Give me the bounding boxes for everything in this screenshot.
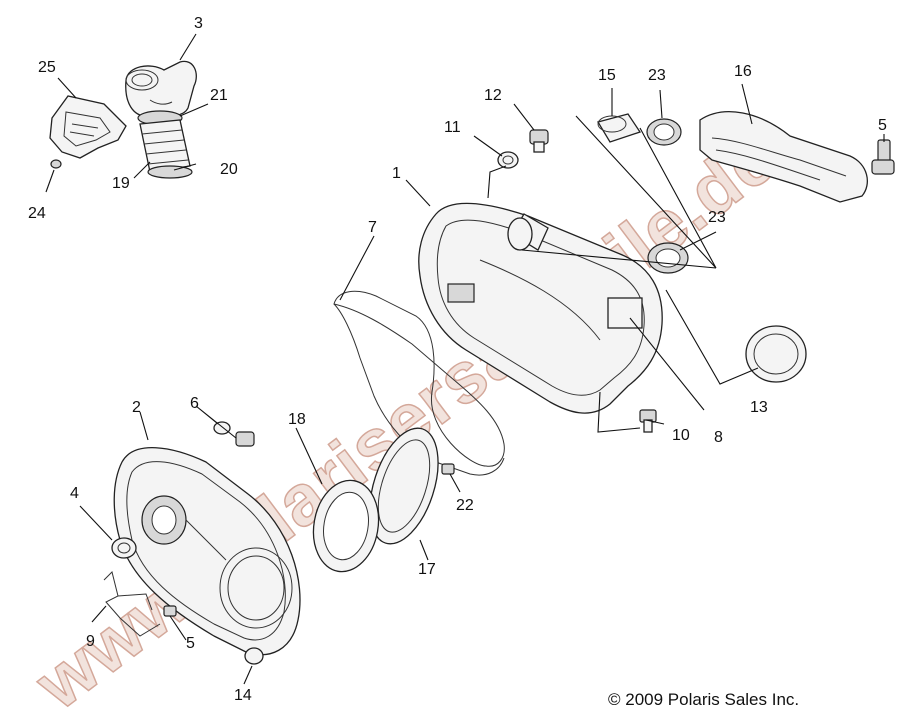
part-24-screw xyxy=(50,159,62,169)
part-23-clamp-upper xyxy=(646,118,682,146)
callout-2: 2 xyxy=(132,399,141,416)
callout-9: 9 xyxy=(86,633,95,650)
callout-15: 15 xyxy=(598,67,616,84)
part-7-drive-belt xyxy=(333,290,505,476)
callout-12: 12 xyxy=(484,87,502,104)
callout-23-lower: 23 xyxy=(708,209,726,226)
callout-23-upper: 23 xyxy=(648,67,666,84)
callout-11: 11 xyxy=(444,119,461,136)
callout-25: 25 xyxy=(38,59,56,76)
callout-8: 8 xyxy=(714,429,723,446)
part-3-elbow-duct xyxy=(125,60,197,117)
part-25-inlet-housing xyxy=(49,95,127,159)
callout-18: 18 xyxy=(288,411,306,428)
callout-22: 22 xyxy=(456,497,474,514)
part-15-duct-collar xyxy=(596,113,642,143)
callout-13: 13 xyxy=(750,399,768,416)
part-17-plate xyxy=(369,427,439,545)
callout-10: 10 xyxy=(672,427,690,444)
part-18-seal xyxy=(312,479,380,573)
part-22-bolt xyxy=(441,463,455,475)
part-9-wire-bracket xyxy=(103,571,161,637)
callout-3: 3 xyxy=(194,15,203,32)
part-14-plug xyxy=(244,647,264,665)
callout-numbers: 1 2 3 4 5 5 6 7 8 9 10 11 12 13 14 15 16… xyxy=(28,15,887,704)
part-11-washer xyxy=(497,151,519,169)
callout-17: 17 xyxy=(418,561,436,578)
callout-16: 16 xyxy=(734,63,752,80)
callout-21: 21 xyxy=(210,87,228,104)
part-13-seal-ring xyxy=(745,325,807,383)
callout-4: 4 xyxy=(70,485,79,502)
callout-24: 24 xyxy=(28,205,46,222)
callout-19: 19 xyxy=(112,175,130,192)
part-23-clamp-lower xyxy=(647,242,689,274)
part-2-inner-clutch-cover xyxy=(113,447,301,656)
part-5-bolt-upper xyxy=(871,139,895,175)
callout-1: 1 xyxy=(392,165,401,182)
part-1-outer-clutch-cover xyxy=(418,202,663,414)
leader-lines xyxy=(45,33,885,685)
copyright-notice: © 2009 Polaris Sales Inc. xyxy=(608,690,800,709)
callout-5-lower: 5 xyxy=(186,635,195,652)
part-4-bearing xyxy=(111,537,137,559)
callout-14: 14 xyxy=(234,687,252,704)
callout-20: 20 xyxy=(220,161,238,178)
part-5-bolt-lower xyxy=(163,605,177,617)
callout-5-upper: 5 xyxy=(878,117,887,134)
callout-7: 7 xyxy=(368,219,377,236)
part-20-clamp xyxy=(147,165,193,179)
part-12-bolt xyxy=(529,129,549,153)
part-6-bolt-washer xyxy=(213,421,255,447)
part-16-outlet-duct xyxy=(699,111,868,203)
callout-6: 6 xyxy=(190,395,199,412)
